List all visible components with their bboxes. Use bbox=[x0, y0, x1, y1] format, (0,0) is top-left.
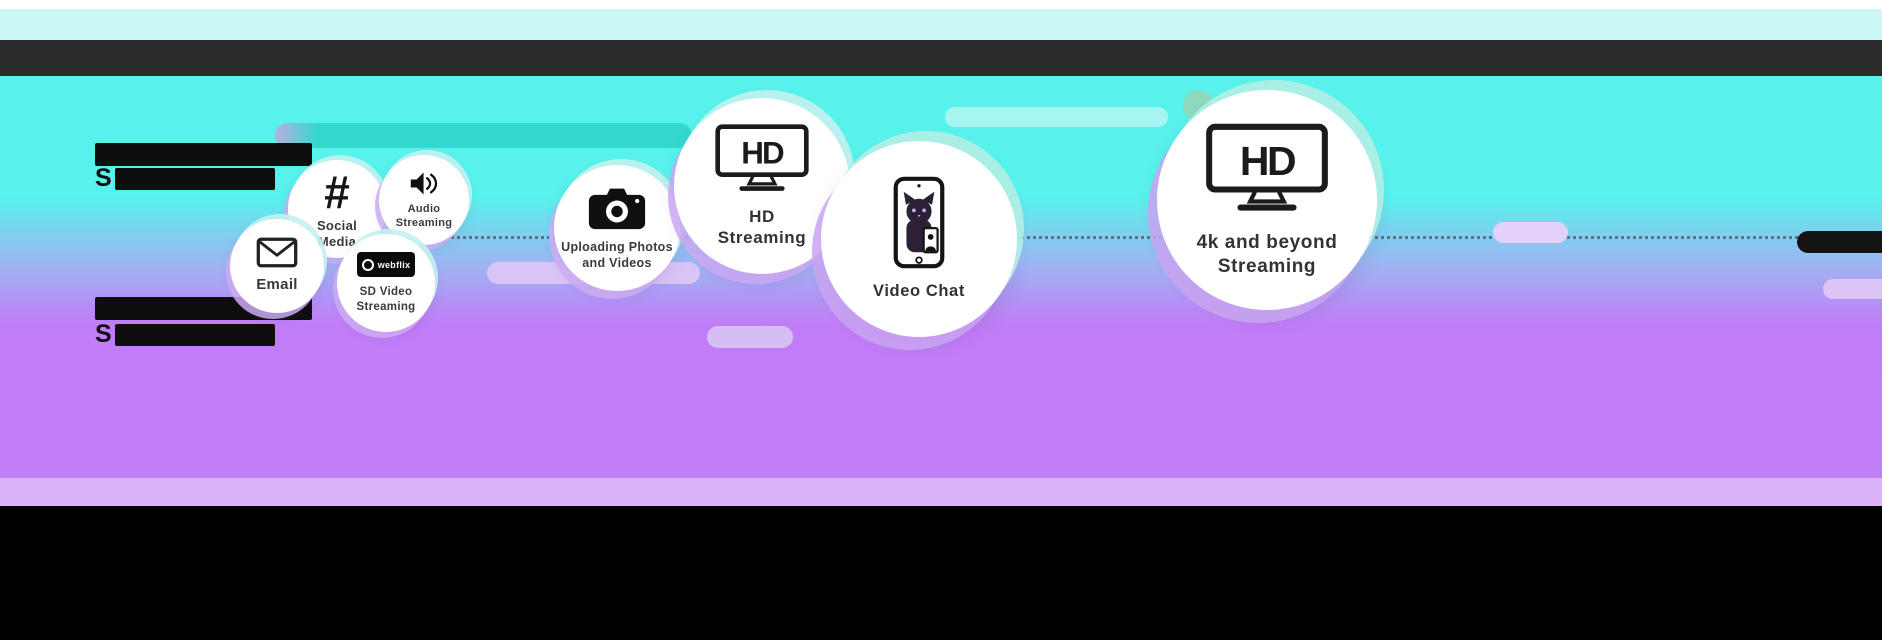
bubble-4k-streaming: HD 4k and beyond Streaming bbox=[1157, 90, 1377, 310]
bubble-label-email: Email bbox=[256, 276, 298, 294]
header-bar bbox=[0, 40, 1882, 76]
bubble-email: Email bbox=[230, 219, 324, 313]
bubble-label-uploading: Uploading Photos and Videos bbox=[561, 240, 673, 270]
bubble-label-hd-streaming: HD Streaming bbox=[717, 207, 807, 247]
video-chat-phone-icon bbox=[893, 177, 945, 269]
top-pale-cyan-strip bbox=[0, 9, 1882, 40]
hd-tv-screen-text: HD bbox=[1240, 138, 1295, 184]
self-view-window bbox=[922, 227, 939, 254]
decor-pill-black-right bbox=[1797, 231, 1882, 253]
decor-pill-lavender-right bbox=[1493, 222, 1568, 243]
bubble-video-chat: Video Chat bbox=[821, 141, 1017, 337]
bubble-audio-streaming: Audio Streaming bbox=[379, 155, 469, 245]
bubble-hd-streaming: HD HD Streaming bbox=[674, 98, 850, 274]
speed-tier-2-prefix: S bbox=[95, 320, 112, 348]
hd-tv-icon: HD bbox=[1206, 124, 1328, 211]
envelope-icon bbox=[256, 237, 298, 268]
hashtag-icon: # bbox=[324, 165, 350, 218]
bubble-label-video-chat: Video Chat bbox=[873, 282, 965, 301]
speed-tier-2-line-2: S bbox=[95, 320, 275, 348]
bubble-label-4k-streaming: 4k and beyond Streaming bbox=[1196, 232, 1338, 277]
redacted-text-bar bbox=[95, 143, 312, 166]
decor-pill-teal bbox=[275, 123, 692, 148]
webflix-logo-text: webflix bbox=[377, 259, 411, 270]
footer-bar bbox=[0, 506, 1882, 640]
speed-tier-1-prefix: S bbox=[95, 164, 112, 192]
webflix-logo-dot bbox=[361, 258, 374, 271]
decor-pill-lavender-far-right bbox=[1823, 279, 1882, 299]
redacted-text-bar bbox=[114, 167, 275, 190]
speaker-icon bbox=[410, 172, 438, 195]
bubble-label-audio-streaming: Audio Streaming bbox=[395, 203, 453, 229]
camera-icon bbox=[588, 188, 646, 230]
speed-tier-1-line-2: S bbox=[95, 164, 275, 192]
dotted-baseline bbox=[420, 236, 1882, 239]
hd-tv-screen-text: HD bbox=[741, 136, 784, 171]
decor-pill-lavender-small bbox=[707, 326, 793, 348]
decor-pill-light-cyan bbox=[945, 107, 1168, 127]
bubble-label-social-media: Social Media bbox=[316, 217, 358, 249]
hd-tv-icon: HD bbox=[715, 124, 809, 192]
redacted-text-bar bbox=[114, 323, 275, 346]
bottom-pale-purple-strip bbox=[0, 478, 1882, 506]
bubble-label-sd-video: SD Video Streaming bbox=[356, 286, 416, 313]
bubble-sd-video-streaming: webflix SD Video Streaming bbox=[337, 234, 435, 332]
bubble-uploading-photos: Uploading Photos and Videos bbox=[554, 165, 680, 291]
speed-tier-1-line-1 bbox=[95, 143, 312, 166]
webflix-badge-icon: webflix bbox=[357, 252, 415, 278]
